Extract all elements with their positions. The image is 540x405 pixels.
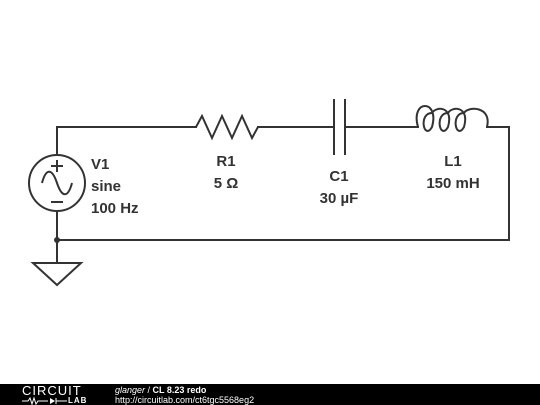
resistor-value-label: 5 Ω	[214, 175, 239, 192]
separator: /	[145, 385, 153, 395]
logo-text-lab: LAB	[68, 396, 88, 405]
circuit-meta: glanger / CL 8.23 redo http://circuitlab…	[115, 385, 254, 405]
source-name-label: V1	[91, 156, 109, 173]
circuit-url[interactable]: http://circuitlab.com/ct6tgc5568eg2	[115, 395, 255, 405]
source-frequency-label: 100 Hz	[91, 200, 139, 217]
author-title-line: glanger / CL 8.23 redo	[115, 385, 254, 395]
source-circle	[28, 154, 86, 212]
author-link[interactable]: glanger	[115, 385, 146, 395]
wires	[54, 126, 510, 264]
junction-node	[54, 237, 60, 243]
voltage-source-v1	[28, 154, 86, 212]
source-type-label: sine	[91, 178, 121, 195]
circuit-schematic: V1 sine 100 Hz R1 5 Ω C1 30 µF L1 150 mH	[28, 99, 510, 287]
sine-wave-icon	[41, 170, 73, 196]
capacitor-c1-symbol	[333, 99, 346, 155]
wire-left-top	[56, 126, 197, 156]
inductor-name-label: L1	[444, 153, 462, 170]
inductor-l1-symbol	[415, 105, 489, 132]
wire-right-bottom	[56, 126, 510, 241]
ground-symbol	[30, 262, 84, 287]
logo-circuit-icon	[22, 396, 67, 405]
circuitlab-logo[interactable]: CIRCUIT LAB	[22, 384, 94, 405]
footer-bar: CIRCUIT LAB glanger / CL 8.23 redo http:…	[0, 384, 540, 405]
inductor-value-label: 150 mH	[426, 175, 479, 192]
logo-text-circuit: CIRCUIT	[22, 383, 82, 398]
resistor-name-label: R1	[216, 153, 235, 170]
capacitor-name-label: C1	[329, 168, 348, 185]
resistor-r1-symbol	[195, 113, 259, 141]
circuit-title[interactable]: CL 8.23 redo	[152, 385, 207, 395]
capacitor-value-label: 30 µF	[320, 190, 359, 207]
